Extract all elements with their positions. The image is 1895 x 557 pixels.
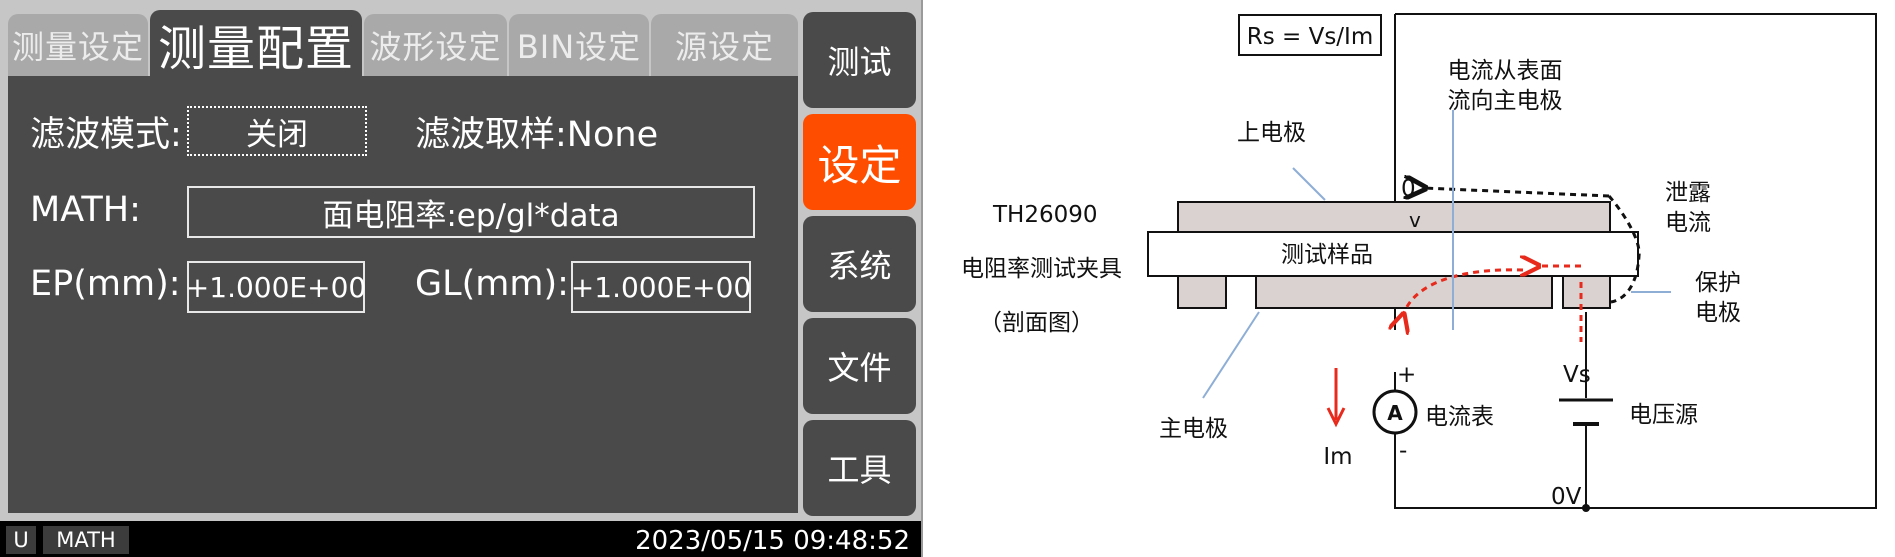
leakage-current-path <box>1607 195 1641 304</box>
section-view-label: （剖面图） <box>979 310 1094 336</box>
model-label: TH26090 <box>992 202 1098 228</box>
math-label: MATH: <box>30 190 141 230</box>
gl-field[interactable]: +1.000E+00 <box>571 261 751 313</box>
gl-label: GL(mm): <box>415 264 569 304</box>
diagram-svg: Rs = Vs/Im A 电流从表面 流向主电极 上电极 0 v <box>961 13 1877 512</box>
filter-mode-field[interactable]: 关闭 <box>187 106 367 156</box>
filter-mode-label: 滤波模式: <box>30 115 182 155</box>
status-mode-chip: MATH <box>43 526 129 554</box>
main-electrode-label: 主电极 <box>1159 416 1228 442</box>
guard-electrode-label-2: 电极 <box>1695 300 1741 326</box>
tab-waveform-setup[interactable]: 波形设定 <box>364 14 507 76</box>
zero-label: 0 <box>1401 176 1416 202</box>
leakage-current-label-1: 泄露 <box>1665 180 1711 206</box>
status-unit-chip: U <box>6 526 36 554</box>
upper-electrode-label: 上电极 <box>1237 120 1306 146</box>
v-label: v <box>1409 208 1421 232</box>
config-panel: 滤波模式: 关闭 滤波取样:None MATH: 面电阻率:ep/gl*data… <box>8 76 798 513</box>
test-sample <box>1147 231 1639 277</box>
side-tools-button[interactable]: 工具 <box>803 420 916 516</box>
resistivity-fixture-diagram: Rs = Vs/Im A 电流从表面 流向主电极 上电极 0 v <box>923 0 1895 557</box>
leakage-current-label-2: 电流 <box>1665 210 1711 236</box>
status-datetime: 2023/05/15 09:48:52 <box>635 526 910 556</box>
side-file-button[interactable]: 文件 <box>803 318 916 414</box>
tab-source-setup[interactable]: 源设定 <box>651 14 798 76</box>
test-sample-label: 测试样品 <box>1281 242 1373 268</box>
surface-current-label-2: 流向主电极 <box>1448 88 1563 114</box>
ammeter-label: 电流表 <box>1425 404 1494 430</box>
surface-current-label-1: 电流从表面 <box>1448 58 1563 84</box>
filter-sample-label-text: 滤波取样: <box>415 115 567 155</box>
upper-electrode <box>1177 201 1611 233</box>
guard-electrode-right <box>1562 275 1611 309</box>
ammeter-minus-label: - <box>1399 438 1407 464</box>
side-test-button[interactable]: 测试 <box>803 12 916 108</box>
surface-to-main-current-path <box>1403 268 1524 316</box>
side-system-button[interactable]: 系统 <box>803 216 916 312</box>
tab-bin-setup[interactable]: BIN设定 <box>509 14 649 76</box>
ammeter-plus-label: + <box>1397 362 1416 388</box>
math-field[interactable]: 面电阻率:ep/gl*data <box>187 186 755 238</box>
main-electrode <box>1255 275 1553 309</box>
formula-text: Rs = Vs/Im <box>1247 24 1374 50</box>
upper-electrode-pointer <box>1292 167 1326 201</box>
instrument-screen: 测量设定 测量配置 波形设定 BIN设定 源设定 滤波模式: 关闭 滤波取样:N… <box>0 0 921 557</box>
im-label: Im <box>1323 444 1352 470</box>
image-divider <box>921 0 923 557</box>
im-direction-arrowhead <box>1326 407 1346 428</box>
filter-sample-label: 滤波取样:None <box>415 106 658 157</box>
voltage-source-label: 电压源 <box>1629 402 1698 428</box>
leakage-current-arrow <box>1423 188 1610 196</box>
tab-measure-setup[interactable]: 测量设定 <box>8 14 148 76</box>
side-setup-button[interactable]: 设定 <box>803 114 916 210</box>
status-bar: U MATH 2023/05/15 09:48:52 <box>0 521 921 557</box>
ground-node <box>1582 504 1590 512</box>
filter-sample-value[interactable]: None <box>566 115 659 155</box>
ep-label: EP(mm): <box>30 264 181 304</box>
guard-electrode-left <box>1177 275 1227 309</box>
ov-label: 0V <box>1551 484 1582 510</box>
formula-box <box>1238 14 1382 56</box>
main-electrode-pointer <box>1202 311 1260 399</box>
ep-field[interactable]: +1.000E+00 <box>186 261 366 313</box>
tab-measure-config[interactable]: 测量配置 <box>150 10 362 78</box>
guard-electrode-label-1: 保护 <box>1695 270 1741 296</box>
fixture-name-label: 电阻率测试夹具 <box>961 256 1122 282</box>
ammeter-letter: A <box>1387 401 1403 425</box>
vs-label: Vs <box>1563 362 1591 388</box>
